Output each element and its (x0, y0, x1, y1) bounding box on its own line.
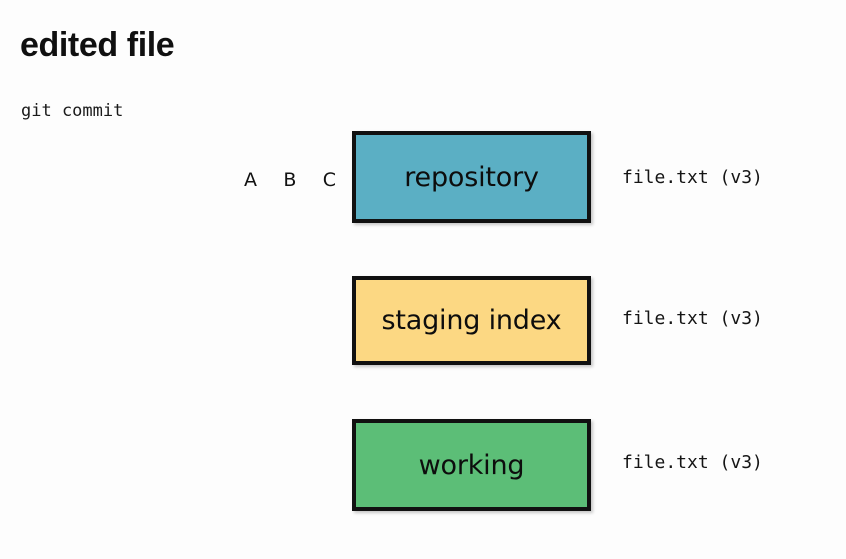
zone-box-working: working (352, 419, 591, 511)
zone-box-repository: repository (352, 131, 591, 223)
page-title: edited file (20, 26, 175, 64)
commit-letter-b: B (283, 169, 297, 191)
commit-letter-c: C (322, 169, 336, 191)
zone-label-staging: staging index (381, 305, 562, 336)
file-label-working: file.txt (v3) (622, 452, 763, 473)
zone-label-working: working (418, 449, 525, 481)
file-label-staging: file.txt (v3) (622, 308, 763, 329)
git-command-label: git commit (21, 101, 124, 121)
file-label-repository: file.txt (v3) (622, 167, 763, 188)
zone-box-staging: staging index (352, 276, 591, 365)
zone-label-repository: repository (404, 161, 539, 193)
commit-history-letters: A B C (244, 171, 336, 190)
commit-letter-a: A (244, 169, 257, 191)
